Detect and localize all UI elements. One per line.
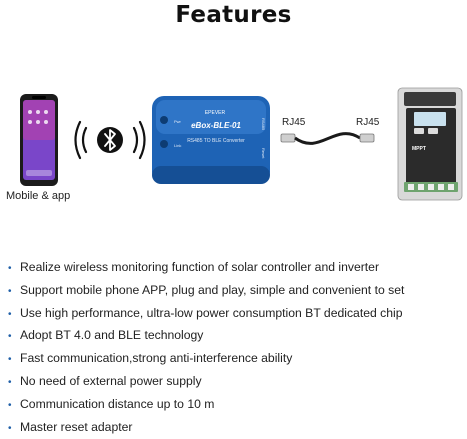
list-item: •Adopt BT 4.0 and BLE technology <box>8 325 463 348</box>
list-item: •Realize wireless monitoring function of… <box>8 257 463 280</box>
bullet-icon: • <box>8 285 12 297</box>
controller-label: MPPT <box>412 146 426 152</box>
bullet-icon: • <box>8 263 12 274</box>
port-label: RS485 <box>261 118 266 131</box>
list-item: •Fast communication,strong anti-interfer… <box>8 348 463 371</box>
product-diagram: EPEVER eBox-BLE-01 RS485 TO BLE Converte… <box>20 87 463 201</box>
bluetooth-signal-icon <box>74 120 146 160</box>
bullet-icon: • <box>8 376 12 388</box>
list-item: •Communication distance up to 10 m <box>8 394 463 417</box>
bullet-icon: • <box>8 422 12 434</box>
solar-controller-image: MPPT <box>397 87 463 201</box>
smartphone-image <box>20 94 58 186</box>
list-item: •No need of external power supply <box>8 371 463 394</box>
rj45-right-label: RJ45 <box>356 117 380 128</box>
list-item: •Master reset adapter <box>8 417 463 439</box>
list-item: •Use high performance, ultra-low power c… <box>8 303 463 326</box>
bullet-icon: • <box>8 308 12 320</box>
rj45-left-label: RJ45 <box>282 117 306 128</box>
ble-converter-device: EPEVER eBox-BLE-01 RS485 TO BLE Converte… <box>152 96 270 184</box>
led-power-label: Pwr <box>174 119 182 124</box>
device-subtitle: RS485 TO BLE Converter <box>187 138 245 144</box>
device-brand: EPEVER <box>205 110 226 116</box>
feature-list: •Realize wireless monitoring function of… <box>8 257 463 439</box>
bullet-icon: • <box>8 331 12 343</box>
phone-caption: Mobile & app <box>6 190 71 202</box>
reset-label: Reset <box>261 148 266 159</box>
device-model: eBox-BLE-01 <box>191 121 241 130</box>
bullet-icon: • <box>8 399 12 411</box>
list-item: •Support mobile phone APP, plug and play… <box>8 280 463 303</box>
led-link-label: Link <box>174 143 181 148</box>
rj45-cable <box>280 132 375 145</box>
bullet-icon: • <box>8 354 12 366</box>
page-title: Features <box>175 2 292 28</box>
